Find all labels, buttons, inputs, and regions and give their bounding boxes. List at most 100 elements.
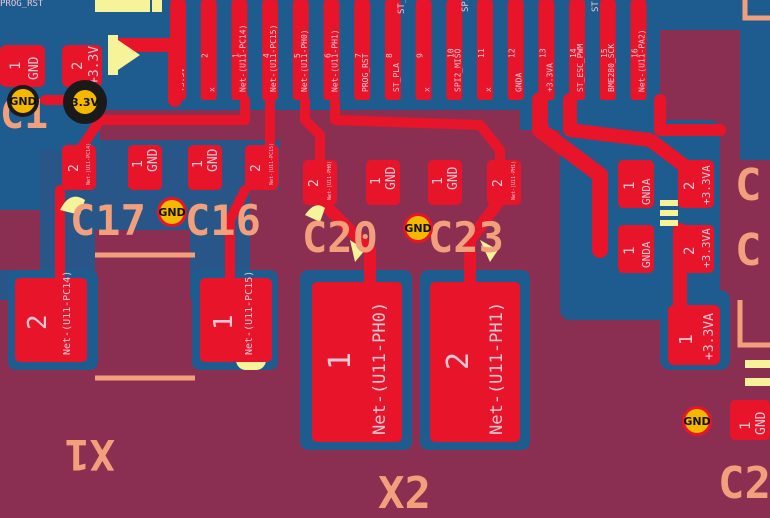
traces [40, 38, 726, 317]
c20-pad-2 [303, 160, 337, 205]
ca-pad2-num: 2 [682, 182, 698, 190]
right-ref-mid: C [735, 225, 762, 276]
header-pin[interactable]: 2x [200, 0, 217, 100]
header-pin[interactable]: 11x [477, 0, 493, 100]
x1-pad2-net: Net-(U11-PC14) [62, 271, 73, 355]
header-pin-net: Net-(U11-PC15) [269, 25, 278, 92]
header-pin-number: 15 [600, 48, 609, 58]
c23-pad-2 [487, 160, 521, 205]
c20-pad2-num: 2 [307, 179, 322, 187]
header-pin-number: 1 [231, 53, 240, 58]
c17-ref: C17 [70, 196, 146, 245]
c17-pad2-num: 2 [67, 164, 82, 172]
x2-ref: X2 [378, 468, 431, 518]
cb-pad-2 [678, 225, 714, 273]
header-pin-number: 16 [631, 48, 640, 58]
header-pin-net: x [484, 87, 493, 92]
header-pin-number: 12 [508, 48, 517, 58]
top-cut-spi: SPI [461, 0, 471, 12]
x1-pad-1 [200, 278, 272, 362]
svg-text:GND: GND [683, 415, 710, 428]
connector-header: 3+3.3V2x1Net-(U11-PC14)4Net-(U11-PC15)5N… [170, 0, 647, 100]
c20-pad-1 [366, 160, 400, 205]
header-pin-net: ST_ESC_PWM [576, 44, 585, 92]
header-pin[interactable]: 8ST_PLA [384, 0, 401, 100]
header-pin-net: SPI2_MISO [453, 48, 462, 92]
right-ref-top: C [735, 160, 762, 211]
x2-pad1-net: Net-(U11-PH0) [370, 302, 390, 435]
x2-pad2-num: 2 [441, 352, 476, 370]
c19-pad2-net: +3.3V [87, 46, 102, 85]
header-pin-net: x [208, 87, 217, 92]
top-cut-prog-rst: PROG_RST [0, 0, 44, 9]
via-gnd-2[interactable]: GND [157, 197, 187, 227]
ca-pad1-net: GNDA [640, 178, 653, 205]
header-pin-net: PROG_RST [361, 53, 370, 92]
c19-pad-2 [62, 45, 102, 87]
header-pin-number: 13 [538, 48, 547, 58]
cgnd-pad1-num: 1 [738, 422, 754, 430]
c16-ref: C16 [185, 196, 261, 245]
header-pin[interactable]: 13+3.3VA [538, 0, 555, 100]
x1-pad1-net: Net-(U11-PC15) [244, 271, 255, 355]
x2-pad-1 [312, 282, 402, 442]
cb-pad1-num: 1 [622, 247, 638, 255]
header-pin[interactable]: 9x [415, 0, 432, 100]
cb-pad2-net: +3.3VA [700, 228, 713, 268]
header-pin-number: 14 [569, 48, 578, 58]
cbr-pad1-num: 1 [676, 334, 697, 345]
svg-text:3.3V: 3.3V [71, 96, 99, 109]
c19-pad-1 [0, 45, 45, 87]
header-pin-net: ST_PLA [392, 63, 401, 92]
header-pin-net: Net-(U11-PH1) [331, 29, 340, 92]
header-pin-number: 10 [446, 48, 455, 58]
c16-pad1-net: GND [206, 148, 221, 172]
ca-pad1-num: 1 [622, 182, 638, 190]
x1-pad-2 [15, 278, 87, 362]
via-gnd-4[interactable]: GND [682, 406, 712, 436]
c17-pad2-net: Net-(U11-PC14) [86, 143, 92, 185]
c16-pad2-num: 2 [249, 164, 264, 172]
svg-text:GND: GND [404, 222, 431, 235]
vias: GND 3.3V GND GND GND [7, 80, 712, 436]
x1-pad2-num: 2 [23, 314, 53, 330]
c17-pad1-num: 1 [131, 160, 146, 168]
via-3v3[interactable]: 3.3V [63, 80, 107, 124]
cb-pad-1 [618, 225, 654, 273]
c23-pad-1 [428, 160, 462, 205]
c17-pad-1 [128, 145, 162, 190]
header-pin-number: 2 [201, 53, 210, 58]
header-pin-number: 7 [354, 53, 363, 58]
header-pin-net: Net-(U11-PH0) [300, 29, 309, 92]
c20-pad1-num: 1 [369, 177, 384, 185]
c16-pad2-net: Net-(U11-PC15) [269, 143, 275, 185]
x1-ref: X1 [64, 430, 115, 479]
header-pin-number: 8 [385, 53, 394, 58]
c17-pad-2 [62, 145, 96, 190]
x2-pad-2 [430, 282, 520, 442]
header-pin-net: Net-(U11-PC14) [238, 25, 247, 92]
x2-pad2-net: Net-(U11-PH1) [487, 302, 507, 435]
c23-pad1-net: GND [446, 166, 461, 190]
cgnd-pad1-net: GND [754, 411, 769, 435]
via-gnd-3[interactable]: GND [403, 213, 433, 243]
via-gnd-1[interactable]: GND [7, 85, 39, 117]
cb-pad2-num: 2 [682, 247, 698, 255]
c19-pad2-num: 2 [70, 62, 86, 70]
c19-pad1-net: GND [27, 56, 42, 80]
svg-text:GND: GND [158, 206, 185, 219]
silkscreen-outlines [95, 0, 770, 381]
header-pin-number: 4 [262, 53, 271, 58]
